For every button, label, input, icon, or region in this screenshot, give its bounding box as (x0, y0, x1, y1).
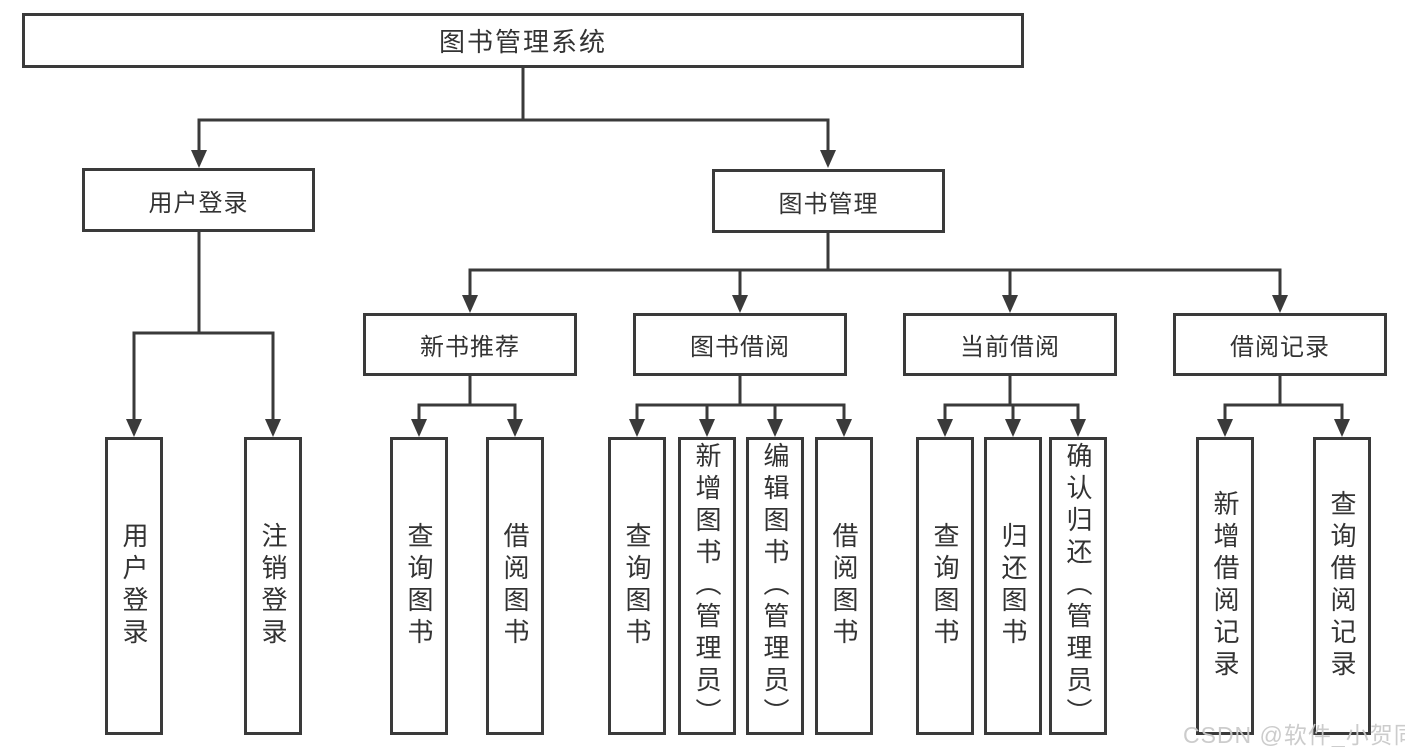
leaf-confirm-return-admin: 确认归还（管理员） (1049, 437, 1107, 735)
connector-bookmgmt-to-level3 (468, 231, 1282, 300)
node-current-borrowing-label: 当前借阅 (960, 334, 1060, 361)
leaf-borrow-books-borrowing-label: 借阅图书 (829, 522, 859, 650)
leaf-query-books-recommend: 查询图书 (390, 437, 448, 735)
leaf-add-books-admin-label: 新增图书（管理员） (692, 442, 722, 730)
leaf-edit-books-admin: 编辑图书（管理员） (746, 437, 804, 735)
leaf-return-books: 归还图书 (984, 437, 1042, 735)
leaf-query-books-borrowing-label: 查询图书 (622, 522, 652, 650)
connector-records-to-leaves (1223, 373, 1344, 423)
connector-currentborrow-to-leaves (943, 373, 1080, 423)
leaf-edit-books-admin-label: 编辑图书（管理员） (760, 442, 790, 730)
node-root-system: 图书管理系统 (22, 13, 1024, 68)
node-user-login-label: 用户登录 (148, 189, 249, 217)
connector-userlogin-to-leaves (132, 230, 275, 423)
node-current-borrowing: 当前借阅 (903, 313, 1117, 376)
connector-newbook-to-leaves (417, 374, 517, 423)
leaf-borrow-books-recommend-label: 借阅图书 (500, 522, 530, 650)
leaf-return-books-label: 归还图书 (998, 522, 1028, 650)
leaf-add-books-admin: 新增图书（管理员） (678, 437, 736, 735)
node-book-management: 图书管理 (712, 169, 945, 233)
watermark: CSDN @软件_小贺同学 (1183, 722, 1405, 747)
node-root-label: 图书管理系统 (438, 27, 607, 57)
leaf-logout: 注销登录 (244, 437, 302, 735)
leaf-add-borrow-record: 新增借阅记录 (1196, 437, 1254, 735)
leaf-add-borrow-record-label: 新增借阅记录 (1210, 490, 1240, 682)
node-borrowing-records-label: 借阅记录 (1230, 334, 1330, 361)
leaf-borrow-books-borrowing: 借阅图书 (815, 437, 873, 735)
node-borrowing-records: 借阅记录 (1173, 313, 1387, 376)
node-user-login: 用户登录 (82, 168, 315, 232)
node-book-borrowing: 图书借阅 (633, 313, 847, 376)
leaf-borrow-books-recommend: 借阅图书 (486, 437, 544, 735)
node-new-book-recommend-label: 新书推荐 (420, 334, 520, 361)
leaf-query-borrow-record-label: 查询借阅记录 (1327, 490, 1357, 682)
leaf-logout-label: 注销登录 (258, 522, 288, 650)
node-new-book-recommend: 新书推荐 (363, 313, 577, 376)
leaf-query-borrow-record: 查询借阅记录 (1313, 437, 1371, 735)
connector-bookborrow-to-leaves (635, 374, 846, 423)
arrowheads (126, 150, 1350, 437)
leaf-query-books-current: 查询图书 (916, 437, 974, 735)
leaf-query-books-recommend-label: 查询图书 (404, 522, 434, 650)
leaf-user-login: 用户登录 (105, 437, 163, 735)
node-book-borrowing-label: 图书借阅 (690, 334, 790, 361)
leaf-query-books-borrowing: 查询图书 (608, 437, 666, 735)
node-book-management-label: 图书管理 (778, 190, 879, 218)
leaf-confirm-return-admin-label: 确认归还（管理员） (1063, 442, 1093, 730)
leaf-user-login-label: 用户登录 (119, 522, 149, 650)
leaf-query-books-current-label: 查询图书 (930, 522, 960, 650)
connector-root-to-level2 (197, 66, 830, 154)
